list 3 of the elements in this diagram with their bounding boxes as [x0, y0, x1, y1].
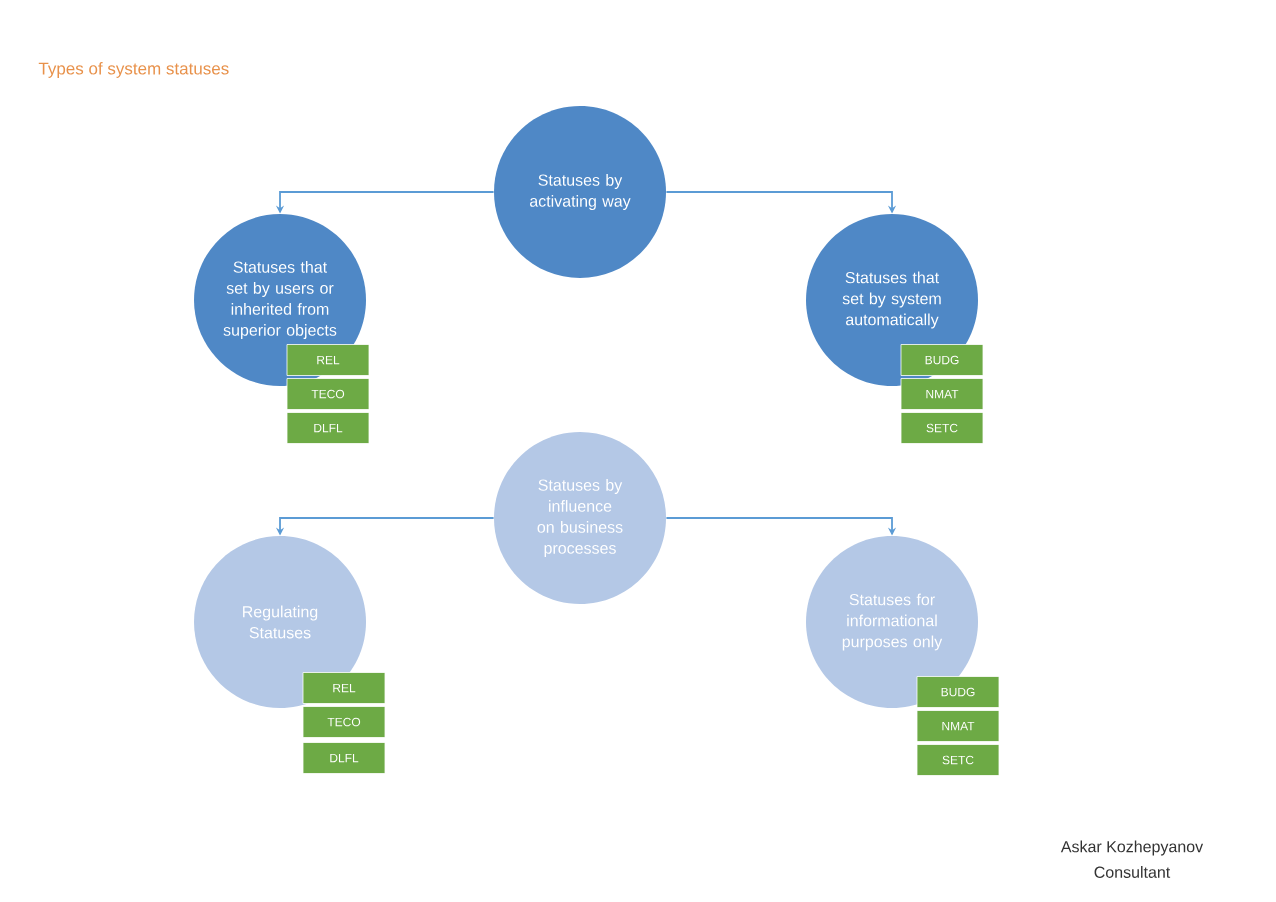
diagram-title: Types of system statuses	[38, 62, 229, 78]
job-title: Consultant	[1094, 866, 1171, 878]
author-name: Askar Kozhepyanov	[1060, 840, 1204, 856]
